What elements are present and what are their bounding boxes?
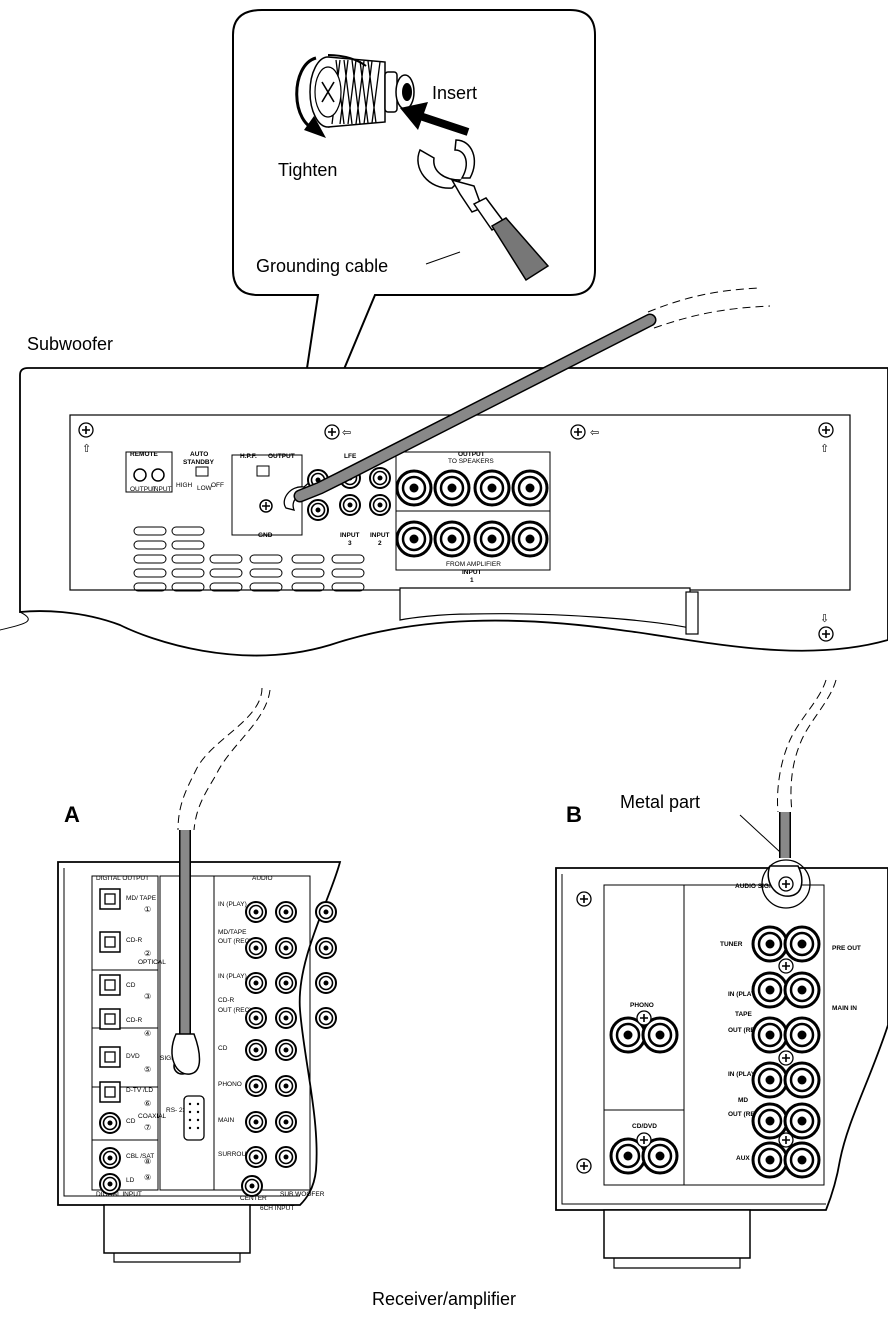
- svg-text:CBL /SAT: CBL /SAT: [126, 1153, 154, 1160]
- svg-text:3: 3: [348, 540, 352, 547]
- receiver-amplifier-label: Receiver/amplifier: [372, 1289, 516, 1309]
- svg-text:LOW: LOW: [197, 485, 213, 492]
- svg-text:OUT (REC): OUT (REC): [218, 938, 251, 945]
- rs232c-port: [183, 1095, 205, 1141]
- tighten-label: Tighten: [278, 160, 337, 180]
- svg-text:⑨: ⑨: [144, 1173, 151, 1182]
- hpf-label: H.P.F.: [240, 453, 257, 460]
- svg-text:⑦: ⑦: [144, 1123, 151, 1132]
- metal-part-label: Metal part: [620, 792, 700, 812]
- svg-text:TO SPEAKERS: TO SPEAKERS: [448, 458, 494, 465]
- svg-text:CD: CD: [126, 1118, 136, 1125]
- insert-arrow-icon: [418, 112, 470, 136]
- svg-text:OUT (REC): OUT (REC): [728, 1027, 762, 1034]
- svg-text:TUNER: TUNER: [720, 941, 743, 948]
- phono-label: PHONO: [630, 1002, 654, 1009]
- svg-text:MD/TAPE: MD/TAPE: [218, 929, 247, 936]
- svg-text:CD-R: CD-R: [126, 1017, 143, 1024]
- svg-text:MAIN: MAIN: [218, 1117, 235, 1124]
- digital-output-label: DIGITAL OUTPUT: [96, 875, 149, 882]
- svg-text:⑧: ⑧: [144, 1157, 151, 1166]
- svg-text:CD-R: CD-R: [126, 937, 143, 944]
- audio-label: AUDIO: [252, 875, 273, 882]
- svg-text:RS- 232C: RS- 232C: [166, 1107, 195, 1114]
- svg-text:SURROUND: SURROUND: [218, 1151, 256, 1158]
- svg-text:⇧: ⇧: [820, 443, 829, 455]
- svg-text:MAIN IN: MAIN IN: [832, 1005, 857, 1012]
- svg-text:CENTER: CENTER: [240, 1195, 267, 1202]
- svg-text:MD: MD: [738, 1097, 748, 1104]
- cd-dvd-label: CD/DVD: [632, 1123, 657, 1130]
- svg-text:CD: CD: [126, 982, 136, 989]
- svg-text:INPUT: INPUT: [340, 532, 360, 539]
- digital-input-label: DIGITAL INPUT: [96, 1191, 142, 1198]
- svg-text:OUTPUT: OUTPUT: [268, 453, 295, 460]
- svg-text:⑤: ⑤: [144, 1065, 151, 1074]
- svg-text:CD-R: CD-R: [218, 997, 235, 1004]
- standby-switch[interactable]: [195, 466, 209, 477]
- svg-text:OPTICAL: OPTICAL: [138, 959, 166, 966]
- svg-text:LD: LD: [126, 1177, 135, 1184]
- svg-text:OUTPUT: OUTPUT: [130, 486, 157, 493]
- receiver-panel-a: DIGITAL OUTPUT DIGITAL INPUT MD/ TAPE ① …: [57, 861, 342, 1263]
- svg-text:CD: CD: [218, 1045, 228, 1052]
- receiver-panel-b: AUDIO SIGNAL PHONO CD/DVD TUNER IN (PLAY…: [555, 867, 888, 1269]
- svg-text:HIGH: HIGH: [176, 482, 193, 489]
- svg-text:AUX: AUX: [736, 1155, 750, 1162]
- svg-text:OUTPUT: OUTPUT: [458, 451, 485, 458]
- svg-text:PHONO: PHONO: [218, 1081, 242, 1088]
- svg-text:⇧: ⇧: [82, 443, 91, 455]
- svg-text:IN (PLAY): IN (PLAY): [218, 973, 247, 980]
- svg-text:④: ④: [144, 1029, 151, 1038]
- svg-text:MD/ TAPE: MD/ TAPE: [126, 895, 157, 902]
- svg-text:⑥: ⑥: [144, 1099, 151, 1108]
- svg-text:IN (PLAY): IN (PLAY): [728, 991, 757, 998]
- grounding-cable-label: Grounding cable: [256, 256, 388, 276]
- svg-text:2: 2: [378, 540, 382, 547]
- svg-text:IN (PLAY): IN (PLAY): [728, 1071, 757, 1078]
- svg-text:INPUT: INPUT: [370, 532, 390, 539]
- svg-text:6CH INPUT: 6CH INPUT: [260, 1205, 294, 1212]
- svg-text:①: ①: [144, 905, 151, 914]
- subwoofer-panel: ⇧ ⇦ ⇦ ⇧ ⇩ REMOTE OUTPUT INPUT AUTO: [19, 367, 888, 657]
- svg-text:INPUT: INPUT: [462, 569, 482, 576]
- spade-terminal-illustration: [417, 139, 550, 282]
- panel-a-letter: A: [64, 802, 80, 827]
- svg-text:TAPE: TAPE: [735, 1011, 753, 1018]
- metal-part-highlight: [761, 859, 811, 909]
- svg-text:OUT (REC): OUT (REC): [728, 1111, 762, 1118]
- hpf-switch[interactable]: [256, 465, 270, 477]
- svg-text:⇩: ⇩: [820, 613, 829, 625]
- svg-text:STANDBY: STANDBY: [183, 459, 215, 466]
- svg-text:COAXIAL: COAXIAL: [138, 1113, 167, 1120]
- svg-text:INPUT: INPUT: [152, 486, 172, 493]
- svg-text:③: ③: [144, 992, 151, 1001]
- svg-text:IN (PLAY): IN (PLAY): [218, 901, 247, 908]
- svg-text:SUB WOOFER: SUB WOOFER: [280, 1191, 325, 1198]
- svg-text:⇦: ⇦: [342, 427, 351, 439]
- remote-label: REMOTE: [130, 451, 158, 458]
- subwoofer-label: Subwoofer: [27, 334, 113, 354]
- screw-icon: [78, 422, 94, 438]
- auto-standby-label: AUTO: [190, 451, 208, 458]
- panel-b-letter: B: [566, 802, 582, 827]
- svg-text:OFF: OFF: [211, 482, 224, 489]
- audio-signal-label: AUDIO SIGNAL: [735, 883, 782, 890]
- svg-text:DVD: DVD: [126, 1053, 140, 1060]
- svg-text:PRE OUT: PRE OUT: [832, 945, 861, 952]
- insert-label: Insert: [432, 83, 477, 103]
- svg-text:OUT (REC): OUT (REC): [218, 1007, 251, 1014]
- screw-terminal-illustration: [295, 54, 415, 138]
- gnd-label: GND: [258, 532, 273, 539]
- svg-text:②: ②: [144, 949, 151, 958]
- svg-text:FROM AMPLIFIER: FROM AMPLIFIER: [446, 561, 501, 568]
- svg-text:1: 1: [470, 577, 474, 584]
- svg-text:D-TV /LD: D-TV /LD: [126, 1087, 153, 1094]
- lfe-label: LFE: [344, 453, 357, 460]
- svg-text:⇦: ⇦: [590, 427, 599, 439]
